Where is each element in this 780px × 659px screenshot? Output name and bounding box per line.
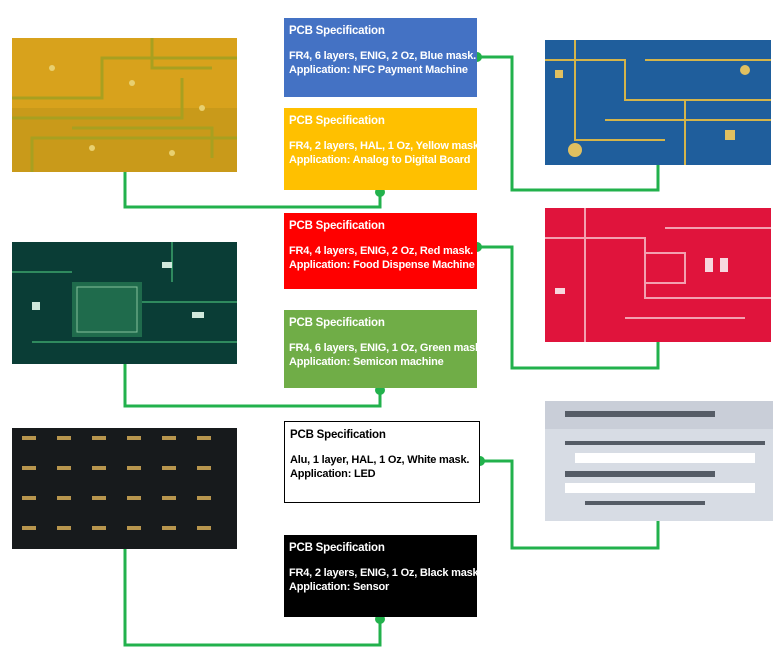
connector-yellow [123, 172, 382, 209]
dark-green-pcb-photo [12, 242, 237, 364]
spec-box-black: PCB Specification FR4, 2 layers, ENIG, 1… [284, 535, 482, 617]
spec-box-green: PCB Specification FR4, 6 layers, ENIG, 1… [284, 310, 484, 388]
spec-title: PCB Specification [289, 115, 385, 127]
spec-application: Application: NFC Payment Machine [289, 64, 468, 77]
connector-white [480, 459, 660, 550]
spec-box-white: PCB Specification Alu, 1 layer, HAL, 1 O… [284, 421, 480, 503]
connector-black [123, 548, 382, 647]
spec-details: FR4, 2 layers, HAL, 1 Oz, Yellow mask. [289, 139, 482, 152]
spec-title: PCB Specification [289, 25, 385, 37]
spec-box-yellow: PCB Specification FR4, 2 layers, HAL, 1 … [284, 108, 482, 190]
spec-application: Application: Sensor [289, 581, 390, 594]
spec-title: PCB Specification [289, 542, 385, 554]
red-pcb-photo [545, 208, 771, 342]
spec-application: Application: Food Dispense Machine [289, 259, 475, 272]
connector-green [123, 362, 382, 408]
blue-pcb-photo [545, 40, 771, 165]
spec-details: Alu, 1 layer, HAL, 1 Oz, White mask. [290, 453, 470, 466]
spec-box-blue: PCB Specification FR4, 6 layers, ENIG, 2… [284, 18, 477, 97]
black-pcb-photo [12, 428, 237, 549]
spec-box-red: PCB Specification FR4, 4 layers, ENIG, 2… [284, 213, 477, 289]
spec-details: FR4, 4 layers, ENIG, 2 Oz, Red mask. [289, 244, 474, 257]
spec-application: Application: LED [290, 468, 376, 481]
aluminium-pcb-photo [545, 401, 773, 521]
spec-application: Application: Analog to Digital Board [289, 154, 471, 167]
yellow-pcb-photo [12, 38, 237, 172]
spec-details: FR4, 2 layers, ENIG, 1 Oz, Black mask. [289, 566, 482, 579]
spec-details: FR4, 6 layers, ENIG, 1 Oz, Green mask. [289, 341, 484, 354]
connector-blue [477, 55, 660, 192]
spec-title: PCB Specification [289, 317, 385, 329]
spec-title: PCB Specification [290, 429, 386, 441]
spec-title: PCB Specification [289, 220, 385, 232]
connector-red [477, 245, 660, 370]
spec-details: FR4, 6 layers, ENIG, 2 Oz, Blue mask. [289, 49, 477, 62]
spec-application: Application: Semicon machine [289, 356, 444, 369]
